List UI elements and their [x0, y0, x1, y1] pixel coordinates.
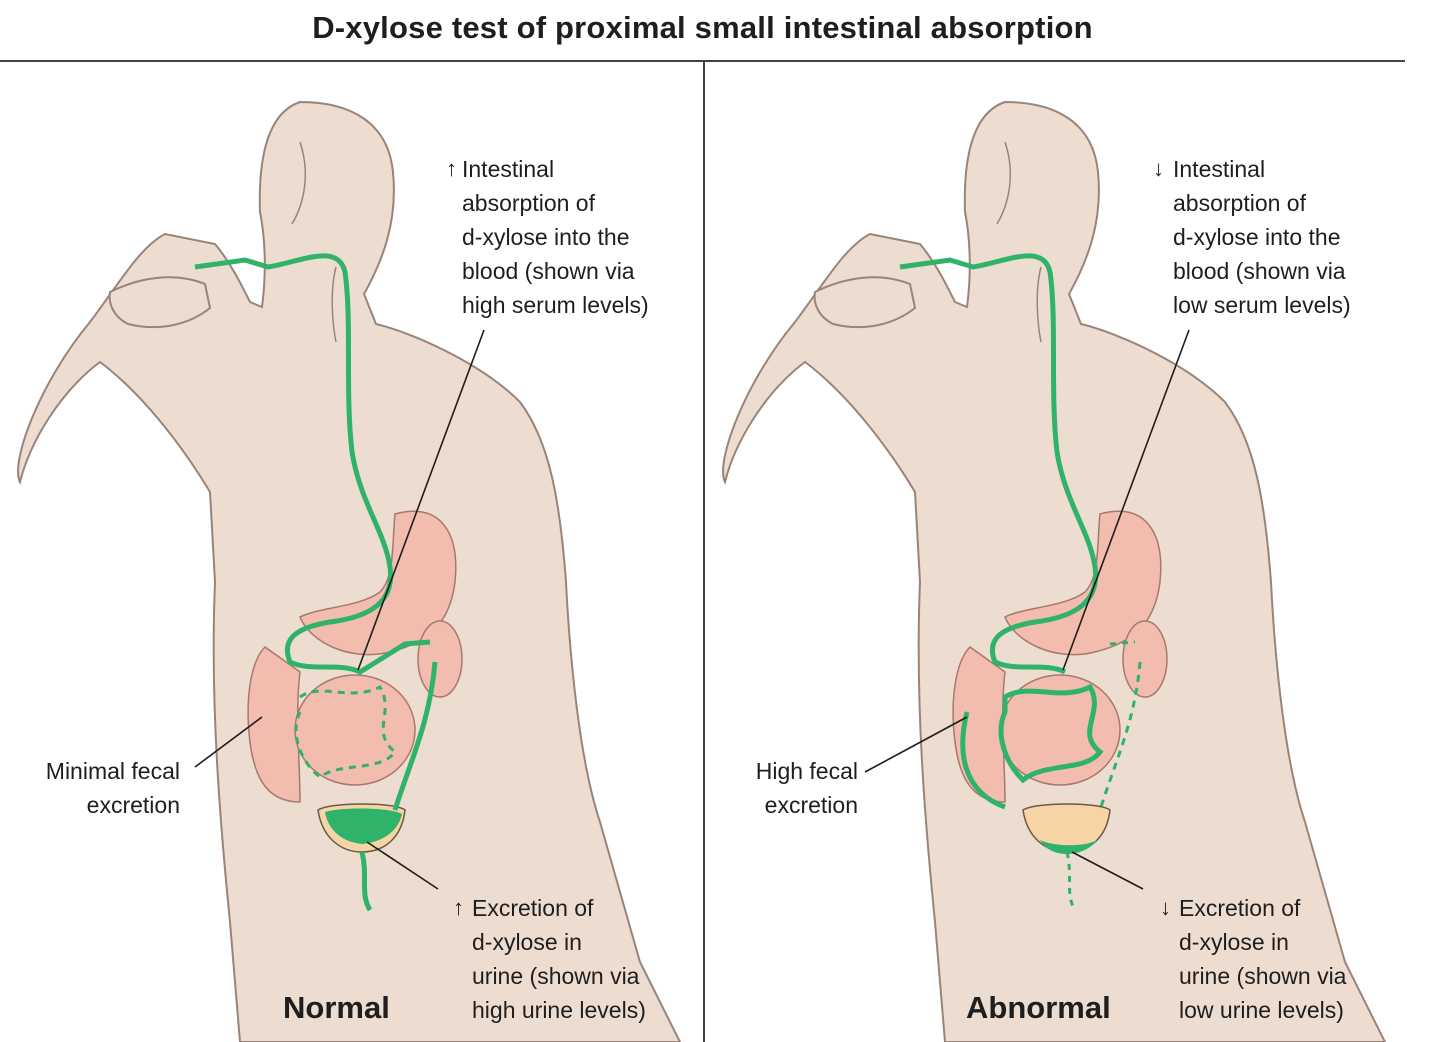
leader-lines	[194, 329, 485, 890]
urine-leader	[1071, 851, 1144, 890]
kidney	[1122, 620, 1168, 698]
label-line: Minimal fecal	[45, 758, 180, 784]
ureter-dashed-line	[1098, 661, 1142, 811]
label-line: low serum levels)	[1173, 292, 1351, 318]
body-illustration-abnormal	[722, 100, 1387, 1042]
absorption-leader	[1062, 329, 1190, 671]
title-divider	[0, 60, 1405, 62]
label-line: Excretion of	[472, 895, 594, 921]
label-line: d-xylose into the	[1173, 224, 1341, 250]
label-line: blood (shown via	[462, 258, 635, 284]
label-line: absorption of	[462, 190, 595, 216]
xylose-pathway	[194, 253, 438, 912]
label-line: d-xylose into the	[462, 224, 630, 250]
label-line: excretion	[86, 792, 180, 818]
diagram-title: D-xylose test of proximal small intestin…	[312, 10, 1093, 45]
absorption-label: Intestinal absorption of d-xylose into the…	[462, 152, 649, 322]
label-line: d-xylose in	[1179, 929, 1289, 955]
ureter-line	[392, 661, 438, 811]
label-line: absorption of	[1173, 190, 1306, 216]
urine-outflow-line	[359, 851, 373, 912]
fecal-leader	[864, 716, 968, 773]
panel-caption: Normal	[283, 990, 390, 1025]
tract-line	[194, 253, 431, 675]
label-line: Intestinal	[462, 156, 555, 182]
colon-solid-path	[960, 711, 1006, 810]
xylose-pathway	[899, 253, 1142, 911]
hand-shape	[108, 276, 212, 329]
fecal-label: Minimal fecal excretion	[18, 754, 180, 822]
hand-shape	[813, 276, 917, 329]
urine-label: Excretion of d-xylose in urine (shown via h…	[472, 891, 646, 1027]
kidney	[417, 620, 463, 698]
label-line: high urine levels)	[472, 997, 646, 1023]
label-line: High fecal	[755, 758, 858, 784]
label-line: urine (shown via	[472, 963, 640, 989]
label-line: excretion	[764, 792, 858, 818]
panel-divider	[703, 62, 705, 1042]
absorption-arrow-icon: ↓	[1153, 156, 1164, 181]
intestine-dashed-path	[294, 685, 398, 779]
bladder	[1022, 803, 1111, 853]
intestine-solid-path	[998, 683, 1104, 784]
neck-line	[331, 266, 337, 343]
label-line: Intestinal	[1173, 156, 1266, 182]
label-line: d-xylose in	[472, 929, 582, 955]
panel-normal: ↑ Intestinal absorption of d-xylose into t…	[0, 62, 703, 1042]
ear-line	[291, 141, 306, 225]
body-illustration-normal	[17, 100, 682, 1042]
label-line: Excretion of	[1179, 895, 1301, 921]
absorption-arrow-icon: ↑	[446, 156, 457, 181]
panel-abnormal: ↓ Intestinal absorption of d-xylose into t…	[705, 62, 1408, 1042]
urine-leader	[366, 841, 439, 890]
fecal-label: High fecal excretion	[713, 754, 858, 822]
tract-line	[899, 253, 1099, 675]
absorption-dashed-path	[1109, 640, 1136, 646]
urine-arrow-icon: ↑	[453, 895, 464, 920]
absorption-label: Intestinal absorption of d-xylose into the…	[1173, 152, 1351, 322]
urine-arrow-icon: ↓	[1160, 895, 1171, 920]
neck-line	[1036, 266, 1042, 343]
label-line: high serum levels)	[462, 292, 649, 318]
panel-caption: Abnormal	[966, 990, 1111, 1025]
label-line: urine (shown via	[1179, 963, 1347, 989]
label-line: low urine levels)	[1179, 997, 1344, 1023]
urine-label: Excretion of d-xylose in urine (shown via l…	[1179, 891, 1346, 1027]
absorption-leader	[357, 329, 485, 671]
ear-line	[996, 141, 1011, 225]
leader-lines	[864, 329, 1190, 890]
bladder-xylose-fill	[1040, 840, 1097, 854]
label-line: blood (shown via	[1173, 258, 1346, 284]
bladder-xylose-fill	[325, 808, 402, 844]
fecal-leader	[194, 716, 263, 768]
